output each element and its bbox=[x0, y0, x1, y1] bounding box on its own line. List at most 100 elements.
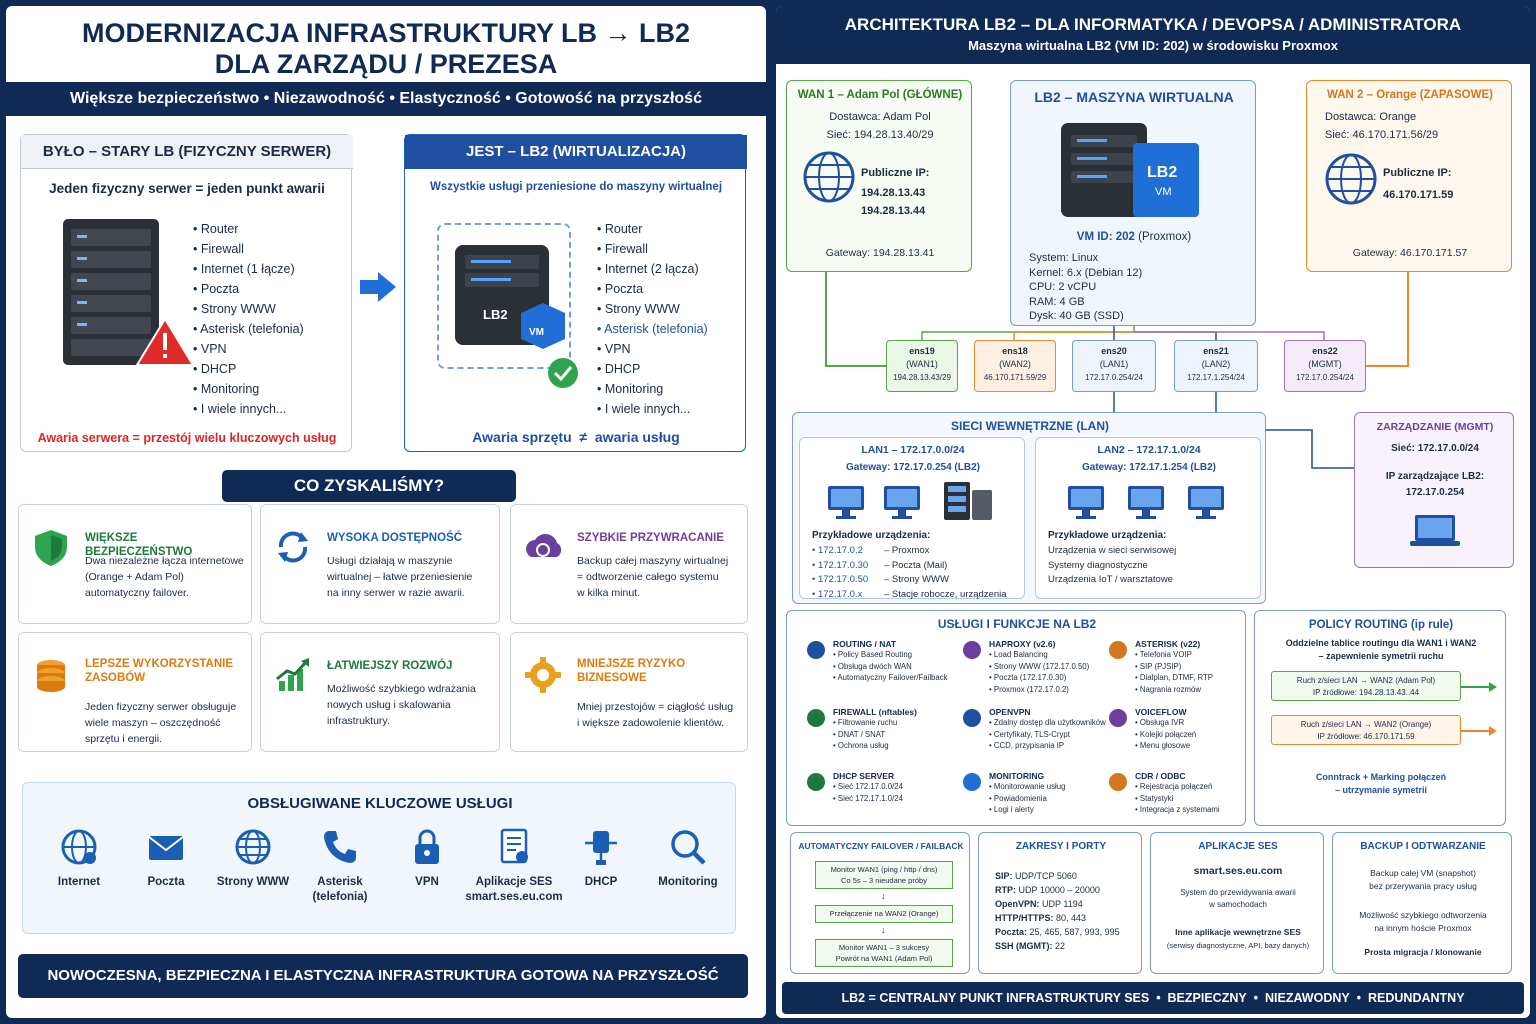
nic-ens19: ens19(WAN1)194.28.13.43/29 bbox=[886, 340, 958, 392]
left-subtitle: Większe bezpieczeństwo • Niezawodność • … bbox=[6, 82, 766, 116]
port-label: SSH (MGMT): bbox=[995, 941, 1055, 951]
wan2-provider: Dostawca: Orange bbox=[1325, 111, 1417, 123]
gain-desc-line: sprzętu i energii. bbox=[85, 733, 163, 745]
mgmt-ip-label: IP zarządzające LB2: bbox=[1385, 471, 1485, 482]
vm-specs: System: Linux Kernel: 6.x (Debian 12) CP… bbox=[1029, 251, 1142, 324]
wan1-header: WAN 1 – Adam Pol (GŁÓWNE) bbox=[797, 89, 963, 101]
ses-apps-box: APLIKACJE SES smart.ses.eu.com System do… bbox=[1150, 832, 1324, 974]
lb2-service-text: ROUTING / NATPolicy Based RoutingObsługa… bbox=[833, 639, 961, 684]
gain-desc-line: Dwa niezależne łącza internetowe bbox=[85, 555, 244, 567]
lb2-service-item: DNAT / SNAT bbox=[833, 729, 961, 741]
lan2-devices bbox=[1068, 486, 1224, 519]
lb2-service-title: ROUTING / NAT bbox=[833, 639, 897, 649]
gain-desc-line: Możliwość szybkiego wdrażania bbox=[327, 683, 476, 695]
port-row: RTP: UDP 10000 – 20000 bbox=[995, 883, 1120, 897]
footer-part-a: Awaria sprzętu bbox=[472, 429, 572, 445]
vm-boundary bbox=[437, 223, 571, 369]
failover-line: Monitor WAN1 (ping / http / dns) bbox=[830, 865, 938, 874]
backup-line: Backup całej VM (snapshot) bbox=[1370, 868, 1476, 878]
gain-desc-line: Mniej przestojów = ciągłość usług bbox=[577, 701, 734, 713]
nic-role: (LAN1) bbox=[1099, 359, 1129, 369]
lb2-service-item: Certyfikaty, TLS-Crypt bbox=[989, 729, 1117, 741]
gain-desc-line: wirtualnej – łatwe przeniesienie bbox=[327, 571, 473, 583]
new-item: I wiele innych... bbox=[597, 399, 708, 419]
new-item: VPN bbox=[597, 339, 708, 359]
ports-title: ZAKRESY I PORTY bbox=[1015, 841, 1107, 852]
dhcp-icon bbox=[807, 773, 825, 791]
gain-title: SZYBKIE PRZYWRACANIE bbox=[577, 532, 724, 544]
coins-icon bbox=[31, 655, 71, 695]
apps-desc-line: w samochodach bbox=[1209, 900, 1267, 909]
monitoring-icon bbox=[963, 773, 981, 791]
lb2-service-item: Nagrania rozmów bbox=[1135, 684, 1263, 696]
nic-name: ens19 bbox=[909, 346, 935, 356]
policy-rule-wan1: Ruch z/sieci LAN → WAN2 (Adam Pol) IP źr… bbox=[1271, 671, 1461, 701]
nic-name: ens20 bbox=[1101, 346, 1127, 356]
apps-desc: System do przewidywania awarii w samocho… bbox=[1151, 887, 1325, 911]
failover-line: Powrót na WAN1 (Adam Pol) bbox=[835, 954, 933, 963]
lb2-service-list: Zdalny dostęp dla użytkownikówCertyfikat… bbox=[989, 717, 1117, 752]
desktop-icon bbox=[1128, 486, 1164, 519]
service-label: Poczta bbox=[147, 876, 185, 888]
failover-line: Monitor WAN1 – 3 sukcesy bbox=[838, 943, 930, 952]
lb2-service-list: Load BalancingStrony WWW (172.17.0.50)Po… bbox=[989, 649, 1117, 695]
new-item: Internet (2 łącza) bbox=[597, 259, 708, 279]
gain-desc-line: (Orange + Adam Pol) bbox=[85, 571, 184, 583]
policy-footer-line: Conntrack + Marking połączeń bbox=[1315, 772, 1447, 782]
old-item: I wiele innych... bbox=[193, 399, 304, 419]
wan2-ip: 46.170.171.59 bbox=[1383, 189, 1454, 201]
lan1-box: LAN1 – 172.17.0.0/24 Gateway: 172.17.0.2… bbox=[799, 437, 1025, 600]
lb2-service-item: SIP (PJSIP) bbox=[1135, 661, 1263, 673]
router-icon bbox=[807, 641, 825, 659]
lb2-badge: LB2 bbox=[1147, 164, 1177, 181]
lb2-service-item: Powiadomienia bbox=[989, 793, 1117, 805]
nic-ens22: ens22(MGMT)172.17.0.254/24 bbox=[1284, 340, 1366, 392]
nic-role: (WAN1) bbox=[906, 359, 938, 369]
lan2-example: Urządzenia IoT / warsztatowe bbox=[1048, 574, 1173, 585]
vm-server-icon: LB2 VM bbox=[1061, 123, 1199, 217]
backup-title: BACKUP I ODTWARZANIE bbox=[1360, 841, 1486, 852]
wan1-gateway: Gateway: 194.28.13.41 bbox=[825, 247, 935, 259]
footer-part-b: awaria usług bbox=[594, 429, 680, 445]
lb2-service-list: Telefonia VOIPSIP (PJSIP)Dialplan, DTMF,… bbox=[1135, 649, 1263, 695]
new-item: Poczta bbox=[597, 279, 708, 299]
lb2-service-text: ASTERISK (v22)Telefonia VOIPSIP (PJSIP)D… bbox=[1135, 639, 1263, 695]
balancer-icon bbox=[963, 641, 981, 659]
lb2-service-item: Obsługa dwóch WAN bbox=[833, 661, 961, 673]
left-panel: MODERNIZACJA INFRASTRUKTURY LB → LB2 DLA… bbox=[6, 6, 766, 1018]
port-row: Poczta: 25, 465, 587, 993, 995 bbox=[995, 925, 1120, 939]
new-lb2-footer: Awaria sprzętu ≠ awaria usług bbox=[405, 429, 747, 445]
lb2-service-item: Ochrona usług bbox=[833, 740, 961, 752]
port-value: 25, 465, 587, 993, 995 bbox=[1029, 927, 1120, 937]
service-label: Aplikacje SES bbox=[475, 876, 553, 888]
backup-line-2: Możliwość szybkiego odtworzenia na innym… bbox=[1333, 909, 1513, 935]
lan1-example: • 172.17.0.50– Strony WWW bbox=[812, 573, 1007, 588]
policy-routing-box: POLICY ROUTING (ip rule) Oddzielne tabli… bbox=[1254, 610, 1506, 826]
lb2-service-item: Dialplan, DTMF, RTP bbox=[1135, 672, 1263, 684]
sync-icon bbox=[273, 527, 313, 567]
old-lb-header: BYŁO – STARY LB (FIZYCZNY SERWER) bbox=[21, 135, 353, 169]
gain-title: ŁATWIEJSZY ROZWÓJ bbox=[327, 660, 453, 672]
new-item: DHCP bbox=[597, 359, 708, 379]
network-icon bbox=[581, 827, 621, 867]
lan2-example: Urządzenia w sieci serwisowej bbox=[1048, 545, 1177, 556]
lb2-service-item: Menu głosowe bbox=[1135, 740, 1263, 752]
wan1-ip-label: Publiczne IP: bbox=[861, 167, 930, 179]
shield-icon bbox=[31, 527, 71, 567]
port-value: UDP 1194 bbox=[1042, 899, 1083, 909]
policy-footer-line: – utrzymanie symetrii bbox=[1334, 785, 1428, 795]
lan2-box: LAN2 – 172.17.1.0/24 Gateway: 172.17.1.2… bbox=[1035, 437, 1261, 599]
service-label: Asterisk bbox=[317, 876, 363, 888]
vm-id: VM ID: 202 (Proxmox) bbox=[1011, 231, 1257, 243]
port-value: UDP/TCP 5060 bbox=[1015, 871, 1077, 881]
port-row: HTTP/HTTPS: 80, 443 bbox=[995, 911, 1120, 925]
policy-desc: Oddzielne tablice routingu dla WAN1 i WA… bbox=[1255, 637, 1507, 663]
apps-other-desc: (serwisy diagnostyczne, API, bazy danych… bbox=[1166, 941, 1310, 950]
lb2-service-item: Kolejki połączeń bbox=[1135, 729, 1263, 741]
lan2-example: Systemy diagnostyczne bbox=[1048, 559, 1148, 571]
new-item: Firewall bbox=[597, 239, 708, 259]
mgmt-title: ZARZĄDZANIE (MGMT) bbox=[1376, 421, 1494, 433]
